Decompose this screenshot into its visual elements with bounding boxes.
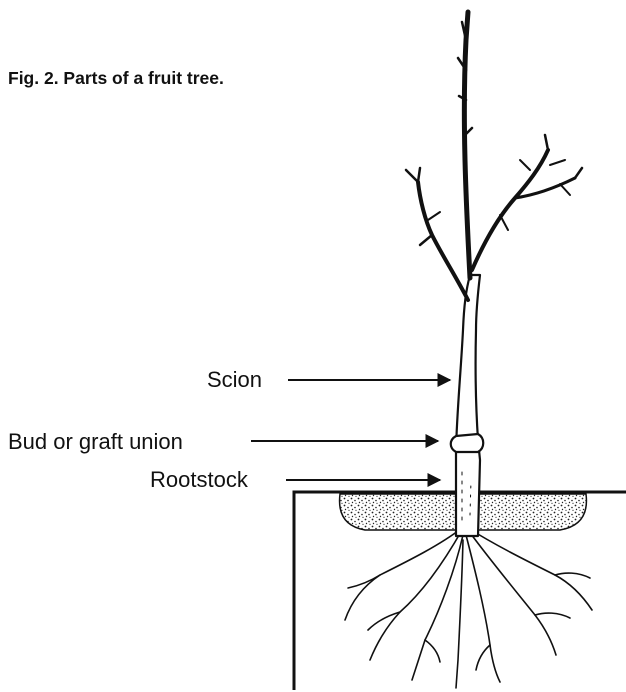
branches: [406, 12, 582, 300]
roots: [345, 528, 592, 688]
label-scion: Scion: [207, 369, 262, 391]
leader-arrows: [251, 380, 450, 480]
trunk: [456, 275, 480, 536]
label-rootstock: Rootstock: [150, 469, 248, 491]
tree: [345, 12, 592, 688]
graft-union: [451, 434, 484, 452]
label-bud-graft-union: Bud or graft union: [8, 431, 183, 453]
